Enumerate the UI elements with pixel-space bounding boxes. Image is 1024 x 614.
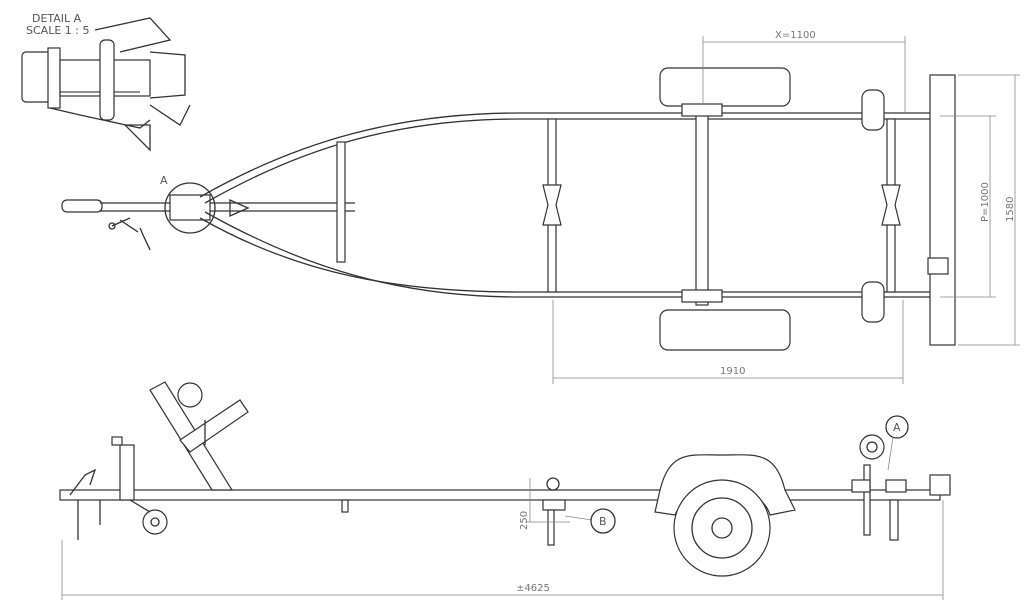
side-view: 250 B A ±4625 [59,381,951,600]
detail-title: DETAIL A [32,12,82,25]
dim-width: 1580 [1005,197,1016,222]
callout-a-top: A [160,174,168,187]
dim-x: X=1100 [775,30,816,41]
detail-scale: SCALE 1 : 5 [26,24,89,37]
callout-b-circle [590,508,616,534]
dim-height: 250 [519,511,530,530]
detail-a-circle [164,182,216,234]
detail-a-view: DETAIL A SCALE 1 : 5 [21,12,191,152]
top-view: A X=1100 P=1000 [61,30,1020,384]
dim-length: ±4625 [516,583,550,594]
dim-axle: 1910 [720,366,745,377]
callout-a-circle [885,415,909,439]
callout-a-side: A [893,421,901,434]
callout-b: B [599,515,607,528]
dim-p: P=1000 [980,182,991,222]
